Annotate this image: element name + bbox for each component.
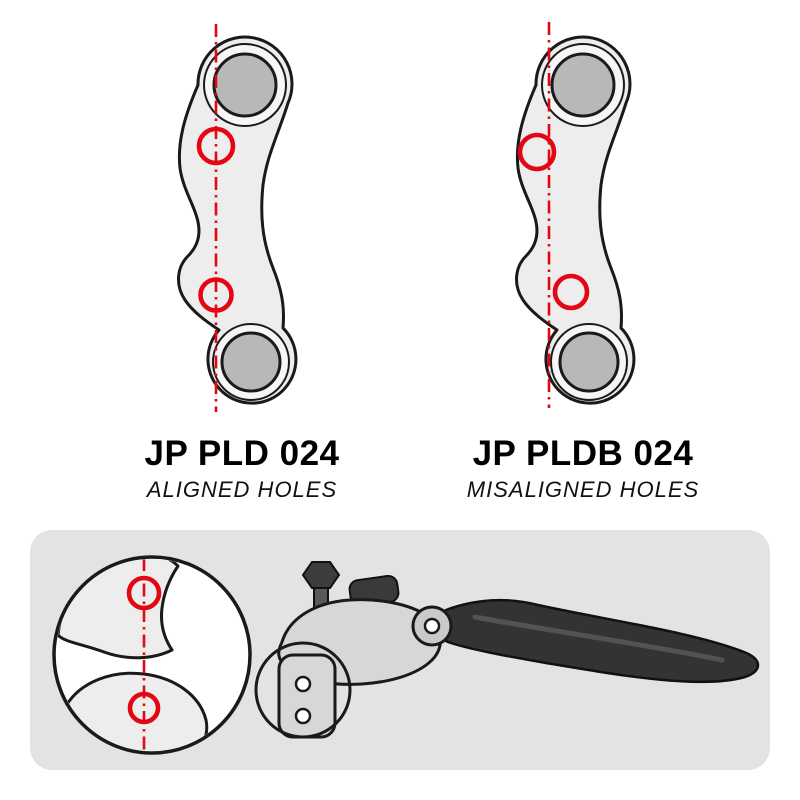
product-title-right: JP PLDB 024 [472,434,694,473]
callout-source-circle [254,641,352,739]
lever-hole-bottom-aligned [198,277,234,313]
zoomed-hole-top [126,575,162,611]
handlebar-clamp [277,653,337,739]
bracket-aligned-diagram [177,24,298,412]
product-subtitle-right: MISALIGNED HOLES [466,477,700,502]
lever-hole-bottom-misaligned [552,273,590,311]
banjo-bolt-head [301,561,341,589]
brake-lever-highlight [472,614,725,663]
clamp-bolt-top [294,675,312,693]
lever-hole-top-misaligned [517,132,557,172]
master-cylinder-assembly [277,561,760,739]
detail-panel [30,530,770,770]
lever-hole-top-aligned [196,126,236,166]
clamp-bolt-bottom [294,707,312,725]
bracket-misaligned-diagram [515,22,636,408]
zoomed-hole-bottom [127,691,161,725]
product-subtitle-left: ALIGNED HOLES [146,477,338,502]
product-title-left: JP PLD 024 [144,434,340,473]
brake-lever [436,598,760,684]
lever-pivot-hole [423,617,441,635]
